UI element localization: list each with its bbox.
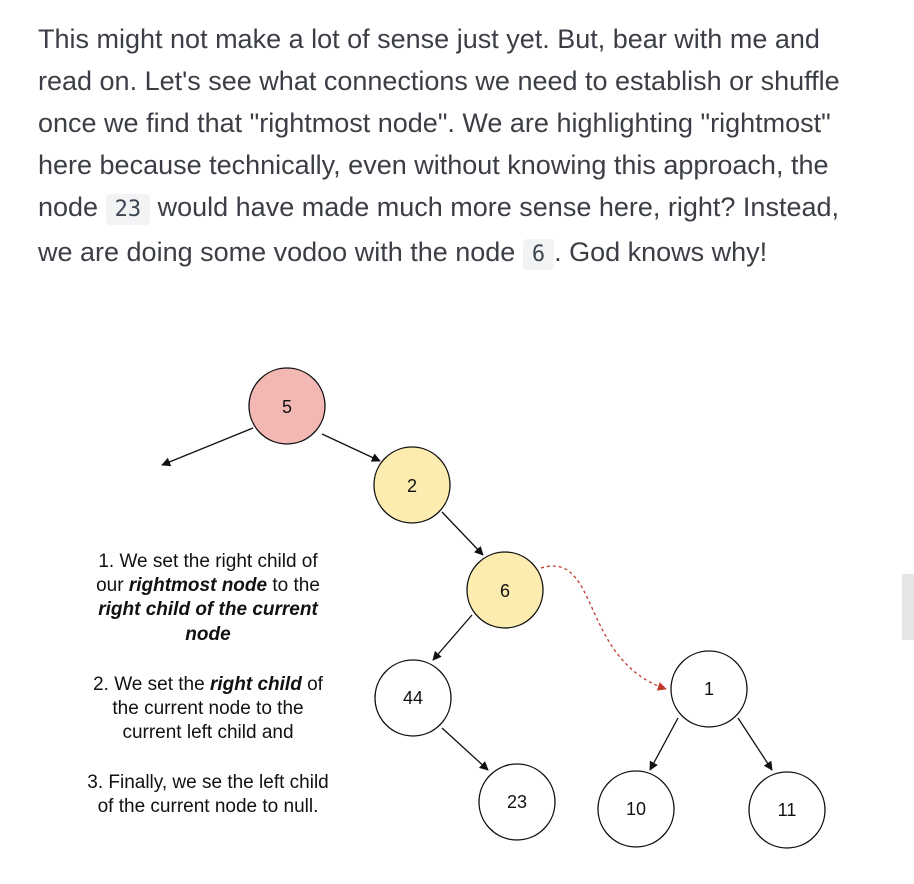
step-2-line-1-pre: 2. We set the — [93, 674, 210, 695]
scrollbar-thumb[interactable] — [902, 574, 914, 640]
node-11-label: 11 — [778, 800, 797, 820]
inline-code-23: 23 — [105, 194, 151, 225]
node-5-label: 5 — [282, 397, 292, 417]
node-1-label: 1 — [704, 679, 714, 699]
node-5: 5 — [248, 367, 326, 445]
node-23: 23 — [478, 763, 556, 841]
dashed-edge-6-1 — [540, 565, 667, 691]
step-3-note: 3. Finally, we se the left child of the … — [87, 772, 328, 817]
step-1-line-2: our rightmost node to the — [96, 575, 320, 596]
paragraph-text-2: would have made much more sense here, ri… — [38, 192, 839, 267]
step-2-line-3: current left child and — [122, 722, 293, 743]
edge-6-44 — [432, 614, 473, 661]
edge-2-6 — [441, 511, 484, 556]
node-44-label: 44 — [403, 688, 423, 708]
edge-44-23 — [441, 727, 489, 771]
inline-code-6: 6 — [522, 239, 555, 270]
edge-1-11 — [737, 717, 773, 771]
step-1-line-2-em: rightmost node — [129, 575, 268, 596]
step-1-line-2-post: to the — [267, 575, 320, 596]
node-2-label: 2 — [407, 476, 417, 496]
step-1-line-3: right child of the current — [98, 599, 318, 620]
node-1: 1 — [670, 650, 748, 728]
node-6-label: 6 — [500, 581, 510, 601]
edge-1-10 — [649, 717, 679, 771]
paragraph-text-3: . God knows why! — [554, 237, 768, 267]
node-10-label: 10 — [626, 799, 646, 819]
step-3-line-1: 3. Finally, we se the left child — [87, 772, 328, 793]
paragraph-text-1: This might not make a lot of sense just … — [38, 24, 840, 222]
edge-5-left — [161, 427, 254, 467]
step-1-line-4: node — [185, 624, 231, 645]
node-2: 2 — [373, 446, 451, 524]
node-23-label: 23 — [507, 792, 527, 812]
explanation-paragraph: This might not make a lot of sense just … — [38, 18, 878, 276]
edge-5-2 — [321, 433, 381, 462]
step-1-note: 1. We set the right child of our rightmo… — [96, 551, 320, 645]
node-6: 6 — [466, 551, 544, 629]
step-3-line-2: of the current node to null. — [98, 796, 319, 817]
step-1-line-1: 1. We set the right child of — [98, 551, 318, 572]
step-2-line-1-post: of — [302, 674, 324, 695]
node-11: 11 — [748, 771, 826, 849]
step-2-line-2: the current node to the — [112, 698, 303, 719]
node-44: 44 — [374, 659, 452, 737]
step-2-line-1: 2. We set the right child of — [93, 674, 324, 695]
step-2-note: 2. We set the right child of the current… — [93, 674, 324, 743]
node-10: 10 — [597, 770, 675, 848]
tree-diagram: 5 2 6 44 23 1 10 11 1. We set the right … — [87, 367, 826, 849]
step-2-line-1-em: right child — [210, 674, 302, 695]
step-1-line-2-pre: our — [96, 575, 129, 596]
